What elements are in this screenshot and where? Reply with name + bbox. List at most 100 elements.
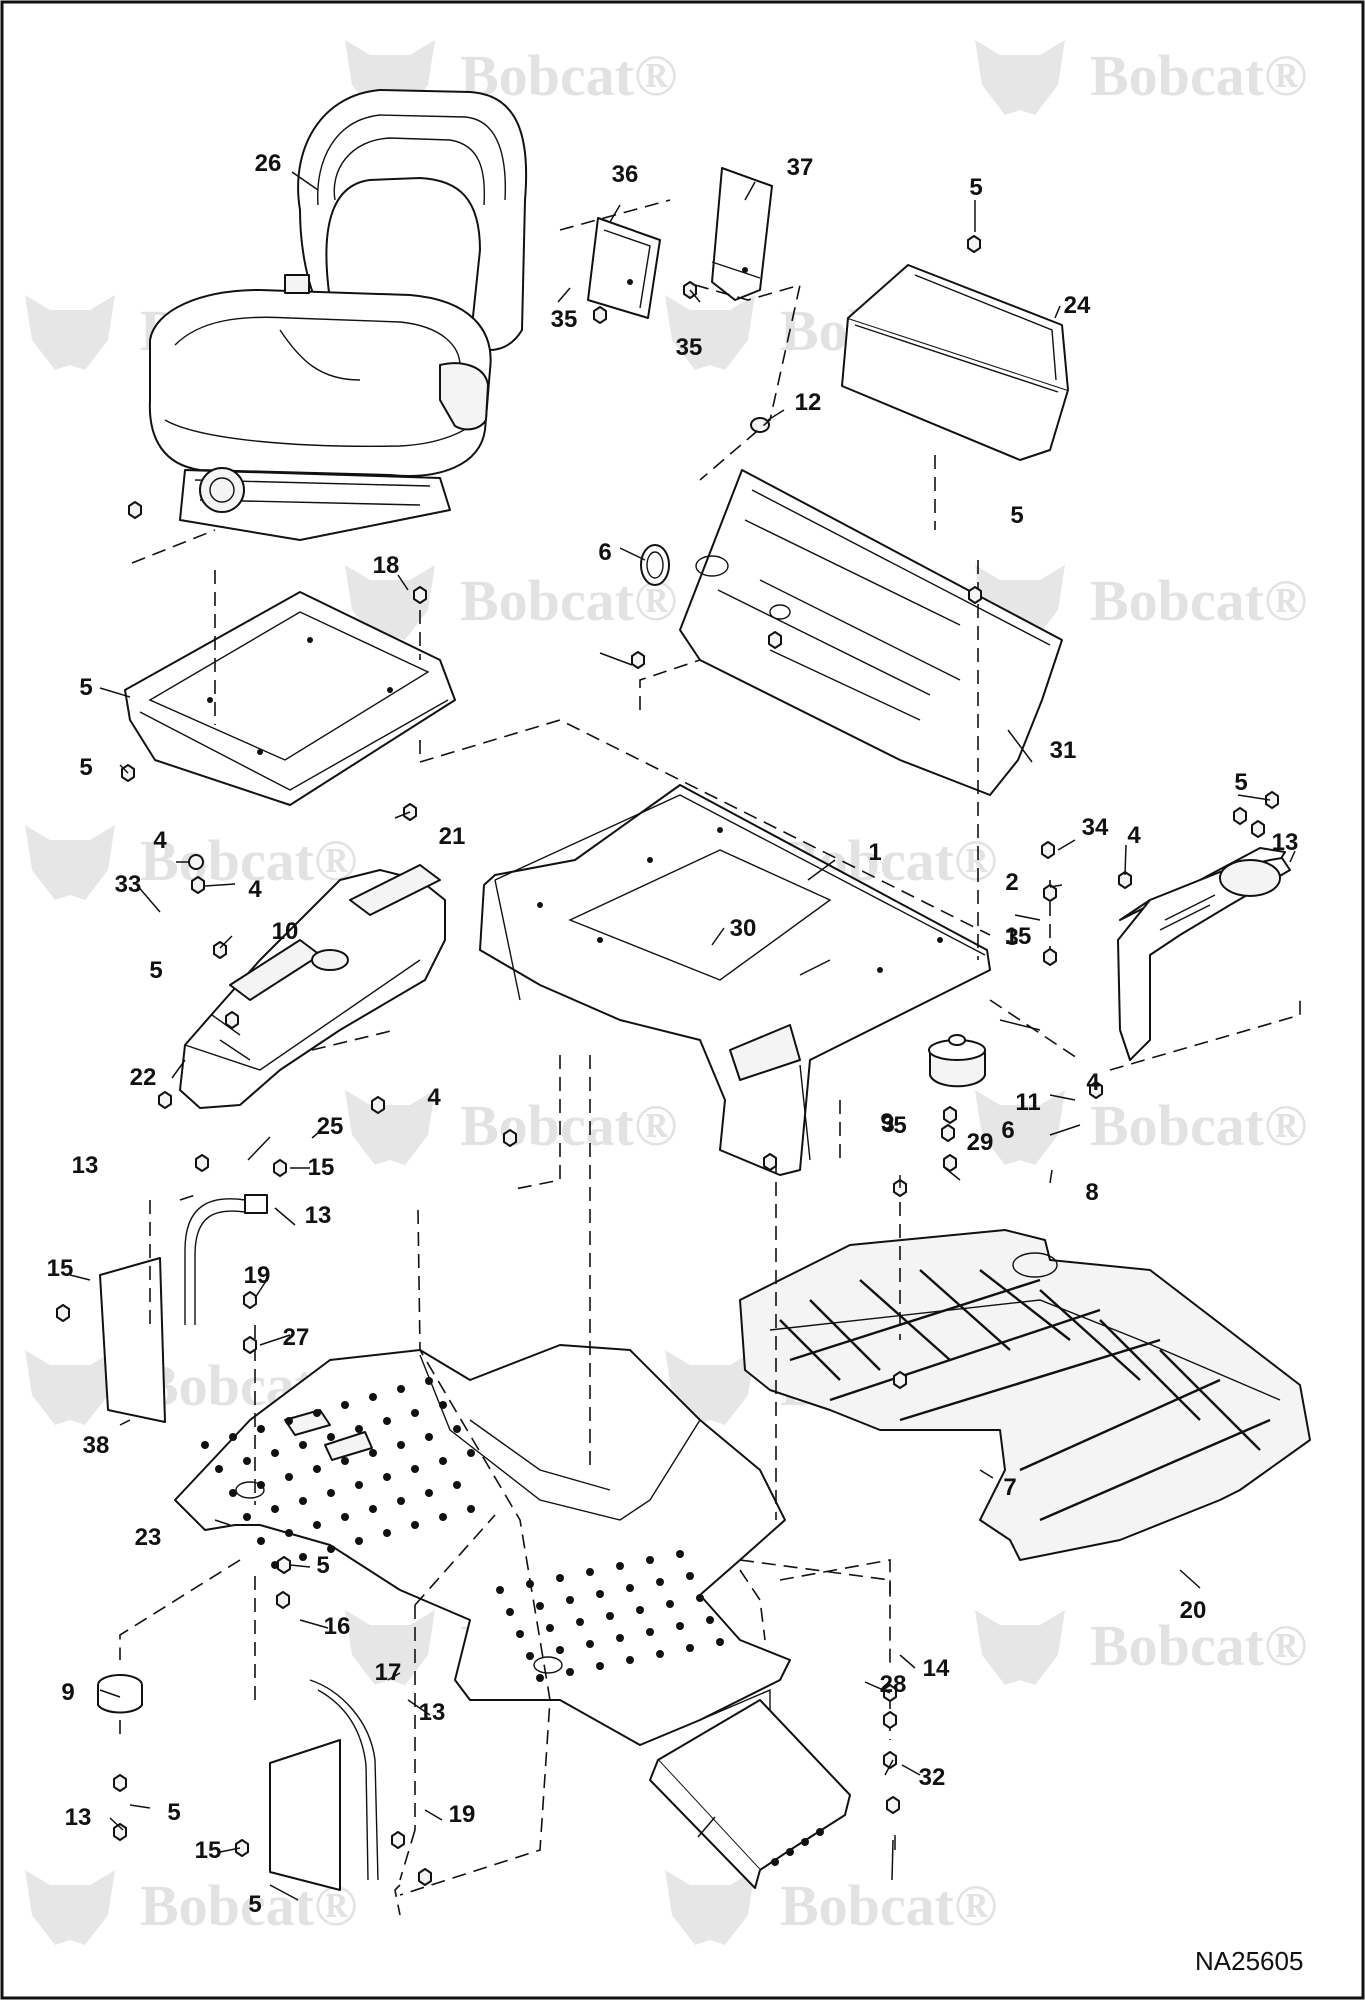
leader-line	[1289, 850, 1296, 863]
leader-line	[99, 1689, 121, 1698]
watermark-logo: Bobcat®	[975, 1090, 1307, 1165]
left-guard-upper	[99, 1257, 166, 1423]
callout-label: 9	[880, 1109, 893, 1136]
watermark-text: Bobcat®	[140, 828, 357, 893]
callout-label: 6	[598, 539, 611, 566]
watermark-text: Bobcat®	[1090, 568, 1307, 633]
callout-label: 19	[244, 1262, 271, 1289]
callout-label: 2	[1005, 869, 1018, 896]
assembly-lines	[119, 199, 1301, 1916]
callout-label: 14	[923, 1655, 950, 1682]
rear-panel	[679, 469, 1063, 796]
bobcat-head-icon	[345, 1610, 435, 1685]
callout-label: 36	[612, 161, 639, 188]
left-guard-lower	[269, 1739, 341, 1891]
leader-line	[119, 764, 129, 774]
leader-line	[1007, 729, 1033, 763]
leader-line	[689, 289, 701, 303]
callout-label: 13	[72, 1152, 99, 1179]
leader-line	[944, 1167, 961, 1181]
leader-line	[394, 811, 411, 819]
bolt-fastener	[128, 501, 142, 519]
callout-label: 13	[419, 1699, 446, 1726]
callout-label: 37	[787, 154, 814, 181]
callout-label: 1	[868, 839, 881, 866]
callout-label: 21	[439, 823, 466, 850]
bolt-fastener	[371, 1096, 385, 1114]
callout-label: 30	[730, 915, 757, 942]
watermark-logo: Bobcat®	[25, 825, 357, 900]
callout-label: 15	[47, 1255, 74, 1282]
bolt-fastener	[273, 1159, 287, 1177]
callout-label: 5	[248, 1891, 261, 1918]
leader-line	[291, 171, 319, 191]
bobcat-head-icon	[975, 40, 1065, 115]
bolt-fastener	[1251, 820, 1265, 838]
bolt-fastener	[1043, 948, 1057, 966]
leader-line	[397, 574, 409, 591]
leader-line	[259, 1334, 291, 1346]
watermark-text: Bobcat®	[460, 1093, 677, 1158]
bolt-fastener	[941, 1124, 955, 1142]
bolt-fastener	[418, 1868, 432, 1886]
leader-line	[274, 1207, 296, 1226]
callout-label: 15	[308, 1154, 335, 1181]
bolt-fastener	[56, 1304, 70, 1322]
grab-handle-lower	[309, 1679, 379, 1881]
watermark-text: Bobcat®	[1090, 1613, 1307, 1678]
leader-line	[557, 287, 571, 303]
leader-line	[69, 1274, 91, 1281]
leader-line	[864, 1681, 891, 1694]
callout-label: 17	[375, 1659, 402, 1686]
seat-pan	[124, 591, 456, 806]
bobcat-head-icon	[25, 825, 115, 900]
drawing-code: NA25605	[1195, 1946, 1303, 1976]
leader-line	[711, 927, 725, 946]
watermark-logo: Bobcat®	[665, 1870, 997, 1945]
grommet-12	[750, 417, 770, 433]
leader-line	[299, 1619, 329, 1629]
callout-label: 8	[1085, 1179, 1098, 1206]
leader-line	[1054, 305, 1061, 319]
bobcat-head-icon	[665, 1870, 755, 1945]
callout-label: 27	[283, 1324, 310, 1351]
callout-label: 38	[83, 1432, 110, 1459]
callout-label: 5	[1234, 769, 1247, 796]
callout-label: 32	[919, 1764, 946, 1791]
bolt-fastener	[113, 1823, 127, 1841]
bolt-fastener	[943, 1154, 957, 1172]
callout-label: 33	[115, 871, 142, 898]
bolt-fastener	[113, 1774, 127, 1792]
leader-line	[119, 1419, 131, 1426]
watermark-text: Bobcat®	[460, 568, 677, 633]
bolt-fastener	[1233, 807, 1247, 825]
leader-line	[1237, 794, 1271, 801]
leader-line	[1124, 844, 1127, 876]
bolt-fastener	[391, 1831, 405, 1849]
watermark-logo: Bobcat®	[25, 1870, 357, 1945]
bolt-fastener	[1041, 841, 1055, 859]
leader-line	[599, 652, 633, 666]
watermark-text: Bobcat®	[1090, 1093, 1307, 1158]
bolt-fastener	[763, 1153, 777, 1171]
callout-label: 13	[65, 1804, 92, 1831]
leader-line	[767, 409, 785, 421]
entry-step	[649, 1688, 851, 1889]
callout-label: 24	[1064, 292, 1091, 319]
bolt-fastener	[967, 235, 981, 253]
leader-line	[744, 181, 756, 201]
seat-assembly	[148, 89, 528, 541]
callout-label: 23	[135, 1524, 162, 1551]
callout-label: 19	[449, 1801, 476, 1828]
grab-handle-upper	[184, 1194, 268, 1325]
bolt-fastener	[593, 306, 607, 324]
bolt-fastener	[883, 1711, 897, 1729]
leader-line	[247, 1136, 271, 1161]
callout-label: 15	[195, 1837, 222, 1864]
callout-label: 28	[880, 1671, 907, 1698]
bolt-fastener	[503, 1129, 517, 1147]
callout-label: 35	[551, 306, 578, 333]
callout-label: 3	[881, 1111, 894, 1138]
bolt-fastener	[191, 876, 205, 894]
